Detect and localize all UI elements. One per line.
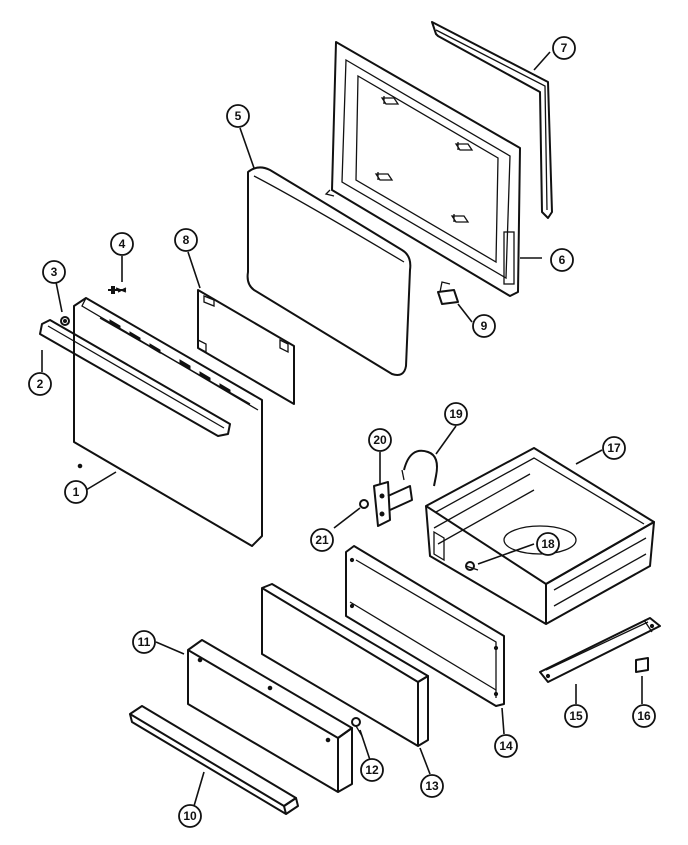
svg-text:5: 5 bbox=[235, 109, 242, 123]
callout-3: 3 bbox=[42, 260, 66, 284]
part-11-drawer-front bbox=[187, 639, 353, 793]
svg-text:8: 8 bbox=[183, 233, 190, 247]
callout-21: 21 bbox=[310, 528, 334, 552]
callout-6: 6 bbox=[550, 248, 574, 272]
svg-text:11: 11 bbox=[138, 635, 151, 649]
callout-2: 2 bbox=[28, 372, 52, 396]
callout-8: 8 bbox=[174, 228, 198, 252]
part-20-bracket bbox=[373, 481, 413, 527]
svg-text:13: 13 bbox=[425, 779, 439, 793]
callout-12: 12 bbox=[360, 758, 384, 782]
part-4-screw bbox=[108, 286, 127, 294]
callout-4: 4 bbox=[110, 232, 134, 256]
svg-text:6: 6 bbox=[559, 253, 566, 267]
svg-text:17: 17 bbox=[607, 441, 621, 455]
svg-text:16: 16 bbox=[637, 709, 651, 723]
part-16-rail-clip bbox=[635, 657, 649, 673]
callout-15: 15 bbox=[564, 704, 588, 728]
part-1-outer-door bbox=[73, 297, 263, 547]
callout-7: 7 bbox=[552, 36, 576, 60]
svg-text:18: 18 bbox=[541, 537, 555, 551]
part-7-door-gasket bbox=[431, 21, 553, 219]
callout-20: 20 bbox=[368, 428, 392, 452]
callout-1: 1 bbox=[64, 480, 88, 504]
part-18-drawer-roller bbox=[465, 561, 479, 571]
part-21-nut bbox=[359, 499, 369, 509]
part-15-drawer-slide bbox=[539, 617, 661, 683]
svg-text:21: 21 bbox=[315, 533, 329, 547]
svg-text:3: 3 bbox=[51, 265, 58, 279]
svg-text:10: 10 bbox=[183, 809, 197, 823]
svg-text:4: 4 bbox=[119, 237, 126, 251]
part-14-drawer-liner bbox=[345, 545, 505, 707]
svg-text:14: 14 bbox=[499, 739, 513, 753]
svg-text:2: 2 bbox=[37, 377, 44, 391]
callout-13: 13 bbox=[420, 774, 444, 798]
part-19-wire bbox=[401, 449, 438, 487]
leader-lines bbox=[41, 51, 643, 807]
part-13-drawer-panel bbox=[261, 583, 429, 747]
callout-11: 11 bbox=[132, 630, 156, 654]
svg-text:9: 9 bbox=[481, 319, 488, 333]
part-8-door-insulation bbox=[197, 289, 295, 405]
callout-16: 16 bbox=[632, 704, 656, 728]
part-3-handle-screw bbox=[60, 316, 70, 326]
callout-14: 14 bbox=[494, 734, 518, 758]
part-6-inner-door-panel bbox=[324, 41, 521, 297]
part-17-storage-drawer bbox=[425, 447, 655, 625]
callout-18: 18 bbox=[536, 532, 560, 556]
callout-19: 19 bbox=[444, 402, 468, 426]
svg-text:1: 1 bbox=[73, 485, 80, 499]
svg-text:15: 15 bbox=[569, 709, 583, 723]
svg-text:7: 7 bbox=[561, 41, 568, 55]
part-10-drawer-trim bbox=[129, 705, 299, 815]
callout-9: 9 bbox=[472, 314, 496, 338]
callout-10: 10 bbox=[178, 804, 202, 828]
callout-5: 5 bbox=[226, 104, 250, 128]
part-5-door-glass bbox=[246, 166, 412, 376]
svg-text:20: 20 bbox=[373, 433, 387, 447]
svg-text:19: 19 bbox=[449, 407, 463, 421]
svg-text:12: 12 bbox=[365, 763, 379, 777]
part-9-clip bbox=[437, 281, 459, 305]
callout-17: 17 bbox=[602, 436, 626, 460]
part-2-door-handle bbox=[39, 319, 231, 437]
